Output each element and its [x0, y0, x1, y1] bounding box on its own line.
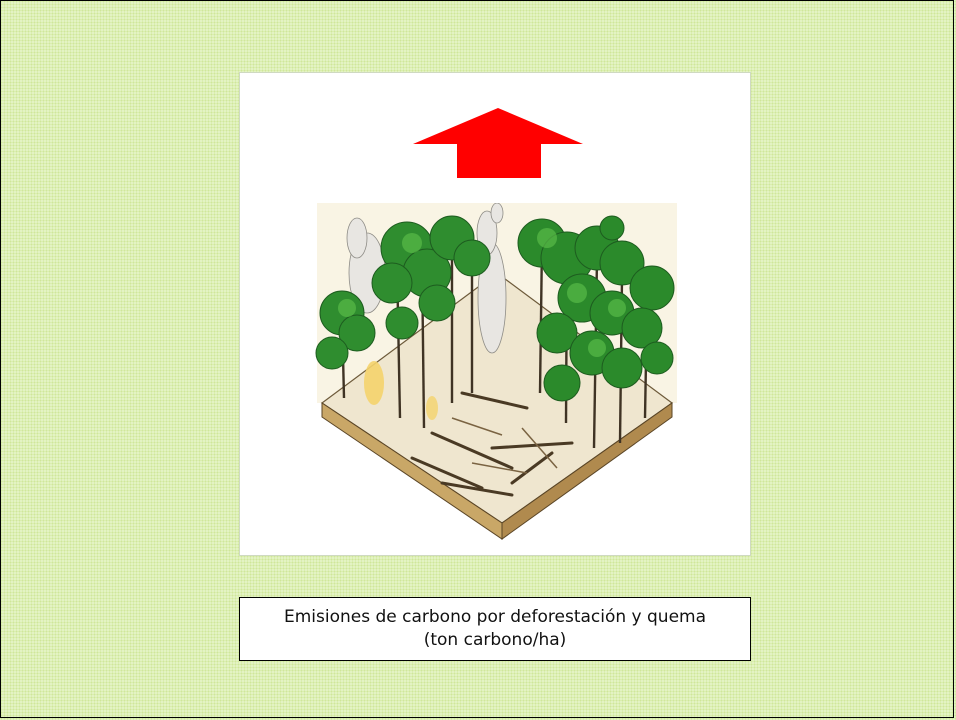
burning-forest-illustration — [312, 202, 682, 543]
up-arrow-icon — [413, 108, 583, 180]
caption-line-2: (ton carbono/ha) — [423, 630, 567, 650]
caption-line-1: Emisiones de carbono por deforestación y… — [283, 607, 707, 627]
figure-panel — [239, 72, 751, 556]
caption-box: Emisiones de carbono por deforestación y… — [239, 597, 751, 661]
